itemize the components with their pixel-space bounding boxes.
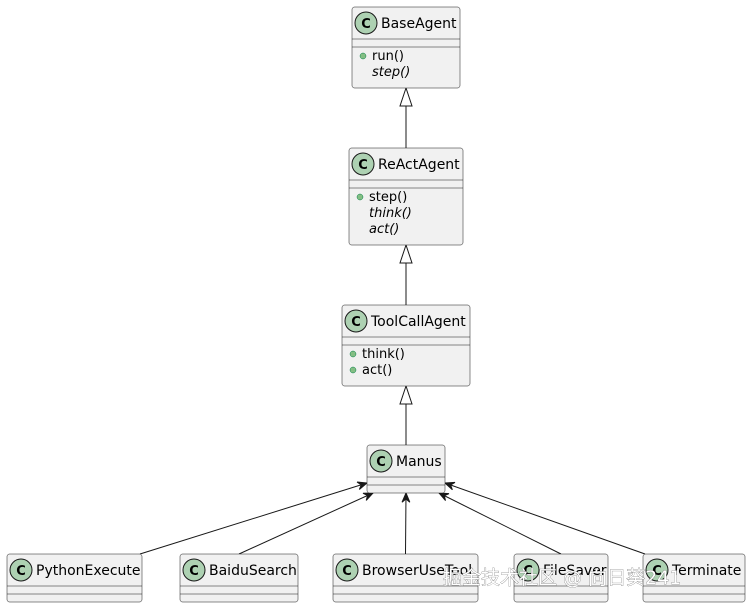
relation-manus-toolcallagent (399, 384, 413, 445)
class-badge-letter: C (652, 564, 662, 579)
method-act: act() (362, 363, 392, 378)
association-line (405, 492, 407, 555)
class-box-pythonexecute: C PythonExecute (6, 553, 143, 603)
watermark-text: 掘金技术社区 @ 向日葵241 (443, 567, 681, 589)
class-box-frame (6, 553, 143, 603)
relation-browserusetool-manus (401, 491, 411, 555)
association-arrow-icon (362, 492, 375, 501)
relations-layer (139, 86, 646, 555)
class-name: ToolCallAgent (370, 314, 466, 330)
method-think: think() (362, 347, 405, 362)
method-act: act() (369, 222, 399, 237)
public-visibility-icon (349, 366, 357, 374)
class-box-frame (348, 147, 464, 246)
relation-reactagent-baseagent (399, 86, 413, 148)
method-step: step() (369, 190, 407, 205)
class-name: BrowserUseTool (362, 563, 472, 579)
public-visibility-icon (349, 350, 357, 358)
class-name: Terminate (671, 563, 741, 579)
class-box-toolcallagent: C ToolCallAgent think()act() (341, 304, 471, 387)
class-badge-letter: C (351, 315, 361, 330)
class-box-filesaver: C FileSaver (513, 553, 609, 603)
class-name: BaiduSearch (209, 563, 297, 579)
class-badge-icon (351, 152, 375, 176)
inheritance-arrow-icon (399, 86, 413, 107)
class-badge-icon (344, 309, 368, 333)
class-box-reactagent: C ReActAgent step()think()act() (348, 147, 464, 246)
association-line (139, 482, 368, 555)
class-badge-icon (645, 558, 669, 582)
class-box-frame (642, 553, 746, 603)
class-box-manus: C Manus (366, 444, 446, 494)
method-think: think() (369, 206, 412, 221)
relation-filesaver-manus (437, 492, 562, 555)
class-box-baseagent: C BaseAgent run()step() (351, 6, 461, 89)
association-arrow-icon (443, 481, 456, 491)
inheritance-arrow-icon (399, 243, 413, 264)
class-badge-letter: C (376, 455, 386, 470)
class-badge-icon (182, 558, 206, 582)
relation-toolcallagent-reactagent (399, 243, 413, 305)
class-badge-letter: C (342, 564, 352, 579)
association-line (444, 482, 646, 555)
relation-terminate-manus (443, 481, 646, 555)
method-step: step() (372, 65, 410, 80)
inheritance-arrow-icon (399, 384, 413, 405)
class-name: Manus (396, 454, 442, 470)
class-badge-icon (369, 449, 393, 473)
association-arrow-icon (356, 481, 369, 490)
class-box-browserusetool: C BrowserUseTool (332, 553, 479, 603)
class-badge-icon (354, 11, 378, 35)
association-arrow-icon (401, 491, 411, 503)
class-badge-letter: C (358, 158, 368, 173)
class-badge-letter: C (523, 564, 533, 579)
association-arrow-icon (437, 492, 450, 501)
class-badge-icon (335, 558, 359, 582)
class-box-terminate: C Terminate (642, 553, 746, 603)
method-run: run() (372, 49, 404, 64)
class-badge-letter: C (361, 17, 371, 32)
class-name: FileSaver (543, 563, 607, 579)
class-name: PythonExecute (36, 563, 141, 579)
relation-pythonexecute-manus (139, 481, 369, 555)
class-name: BaseAgent (381, 16, 457, 32)
class-badge-icon (516, 558, 540, 582)
class-box-frame (179, 553, 299, 603)
class-box-baidusearch: C BaiduSearch (179, 553, 299, 603)
public-visibility-icon (356, 193, 364, 201)
relation-baidusearch-manus (238, 492, 375, 555)
class-box-frame (351, 6, 461, 89)
class-box-frame (332, 553, 479, 603)
class-name: ReActAgent (378, 157, 460, 173)
association-line (438, 492, 562, 555)
class-badge-icon (9, 558, 33, 582)
class-box-frame (341, 304, 471, 387)
association-line (238, 492, 374, 555)
class-badge-letter: C (189, 564, 199, 579)
public-visibility-icon (359, 52, 367, 60)
class-badge-letter: C (16, 564, 26, 579)
